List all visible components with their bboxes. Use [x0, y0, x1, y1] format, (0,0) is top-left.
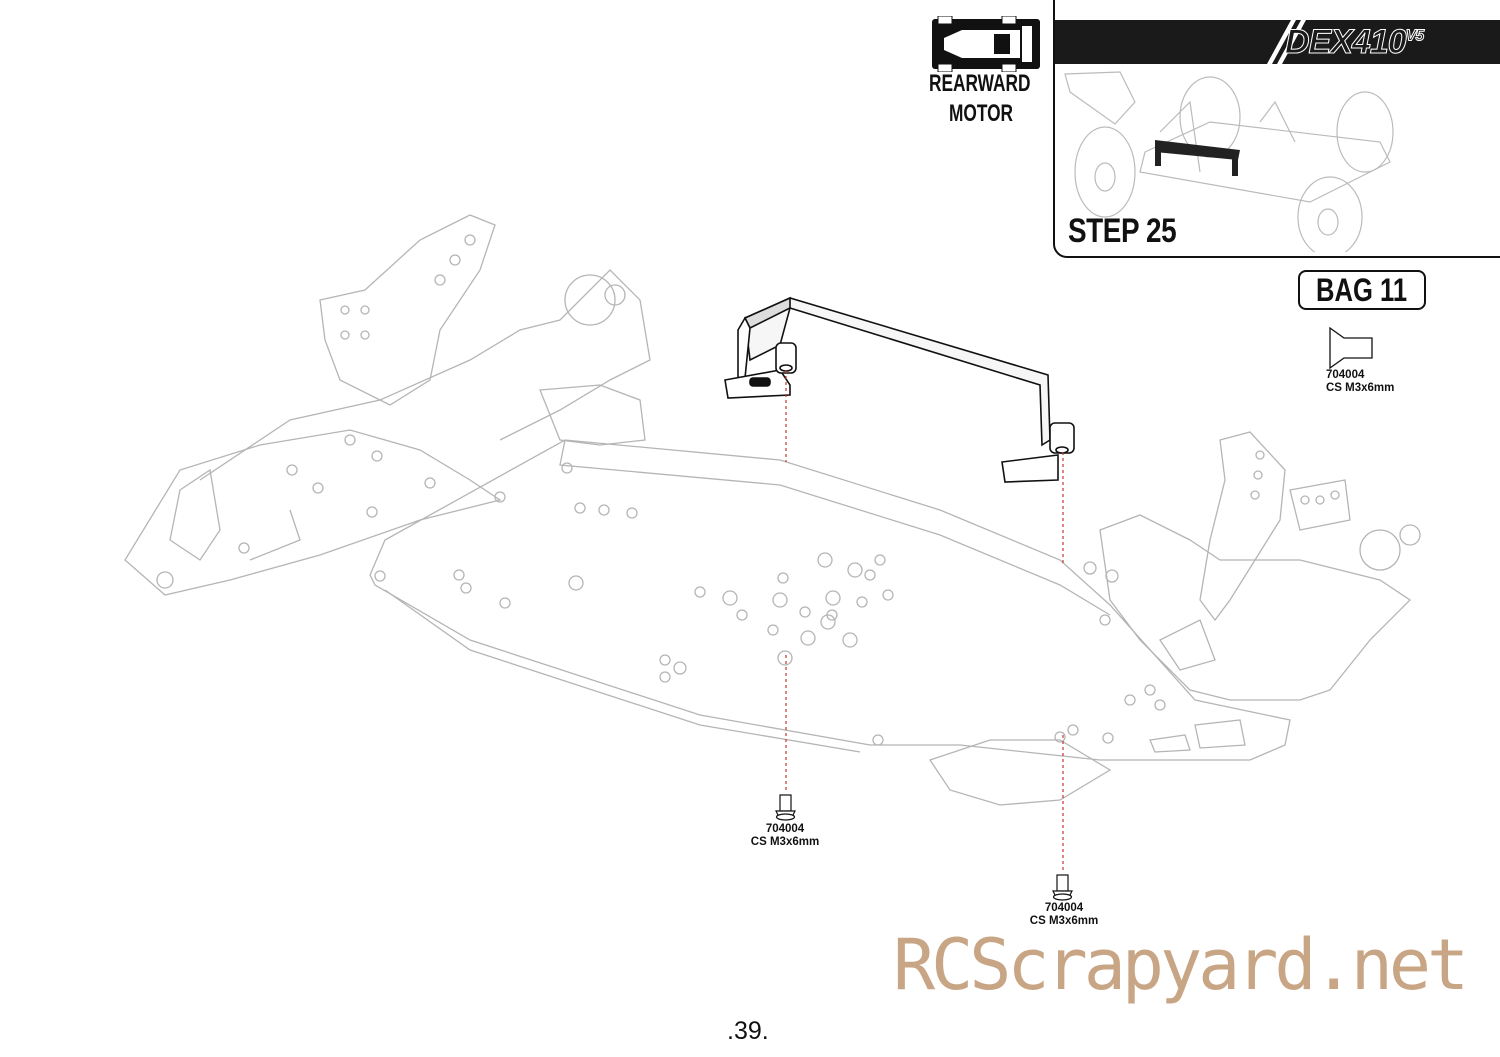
- bag-badge: [1298, 270, 1426, 310]
- watermark: RCScrapyard.net: [893, 924, 1469, 1006]
- product-logo: DEX410V5: [1285, 22, 1425, 62]
- screw-callout: 704004 CS M3x6mm: [1004, 902, 1124, 928]
- car-preview-illustration: [1064, 71, 1394, 252]
- part-description: CS M3x6mm: [1029, 915, 1099, 927]
- screw-icon: [1052, 874, 1073, 901]
- motor-layout-label: REARWARD: [929, 70, 1031, 97]
- assembly-guide-lines: [785, 370, 1064, 872]
- part-description: CS M3x6mm: [750, 836, 820, 848]
- stripe-decoration: [1267, 20, 1306, 64]
- logo-version: V5: [1405, 27, 1425, 45]
- header-band: [1055, 20, 1500, 64]
- screw-callout: 704004 CS M3x6mm: [725, 823, 845, 849]
- part-number: 704004: [1326, 369, 1365, 381]
- bag-label: BAG 11: [1316, 272, 1408, 308]
- page-number: .39.: [727, 1017, 769, 1045]
- part-number: 704004: [1044, 902, 1084, 914]
- part-description: CS M3x6mm: [1326, 382, 1395, 394]
- step-title: STEP 25: [1068, 212, 1177, 250]
- logo-text: DEX410: [1285, 23, 1408, 62]
- step-header-box: [1053, 0, 1500, 258]
- chassis-holes: [238, 434, 1166, 746]
- countersunk-screw-icon: [1329, 326, 1373, 370]
- bag-part-label: 704004 CS M3x6mm: [1326, 369, 1394, 395]
- motor-layout-label: MOTOR: [949, 100, 1014, 127]
- rearward-motor-icon: [932, 16, 1040, 72]
- part-number: 704004: [765, 823, 805, 835]
- screw-icon: [775, 794, 796, 821]
- chassis-lines: [124, 214, 1421, 806]
- battery-strap: [724, 296, 1075, 483]
